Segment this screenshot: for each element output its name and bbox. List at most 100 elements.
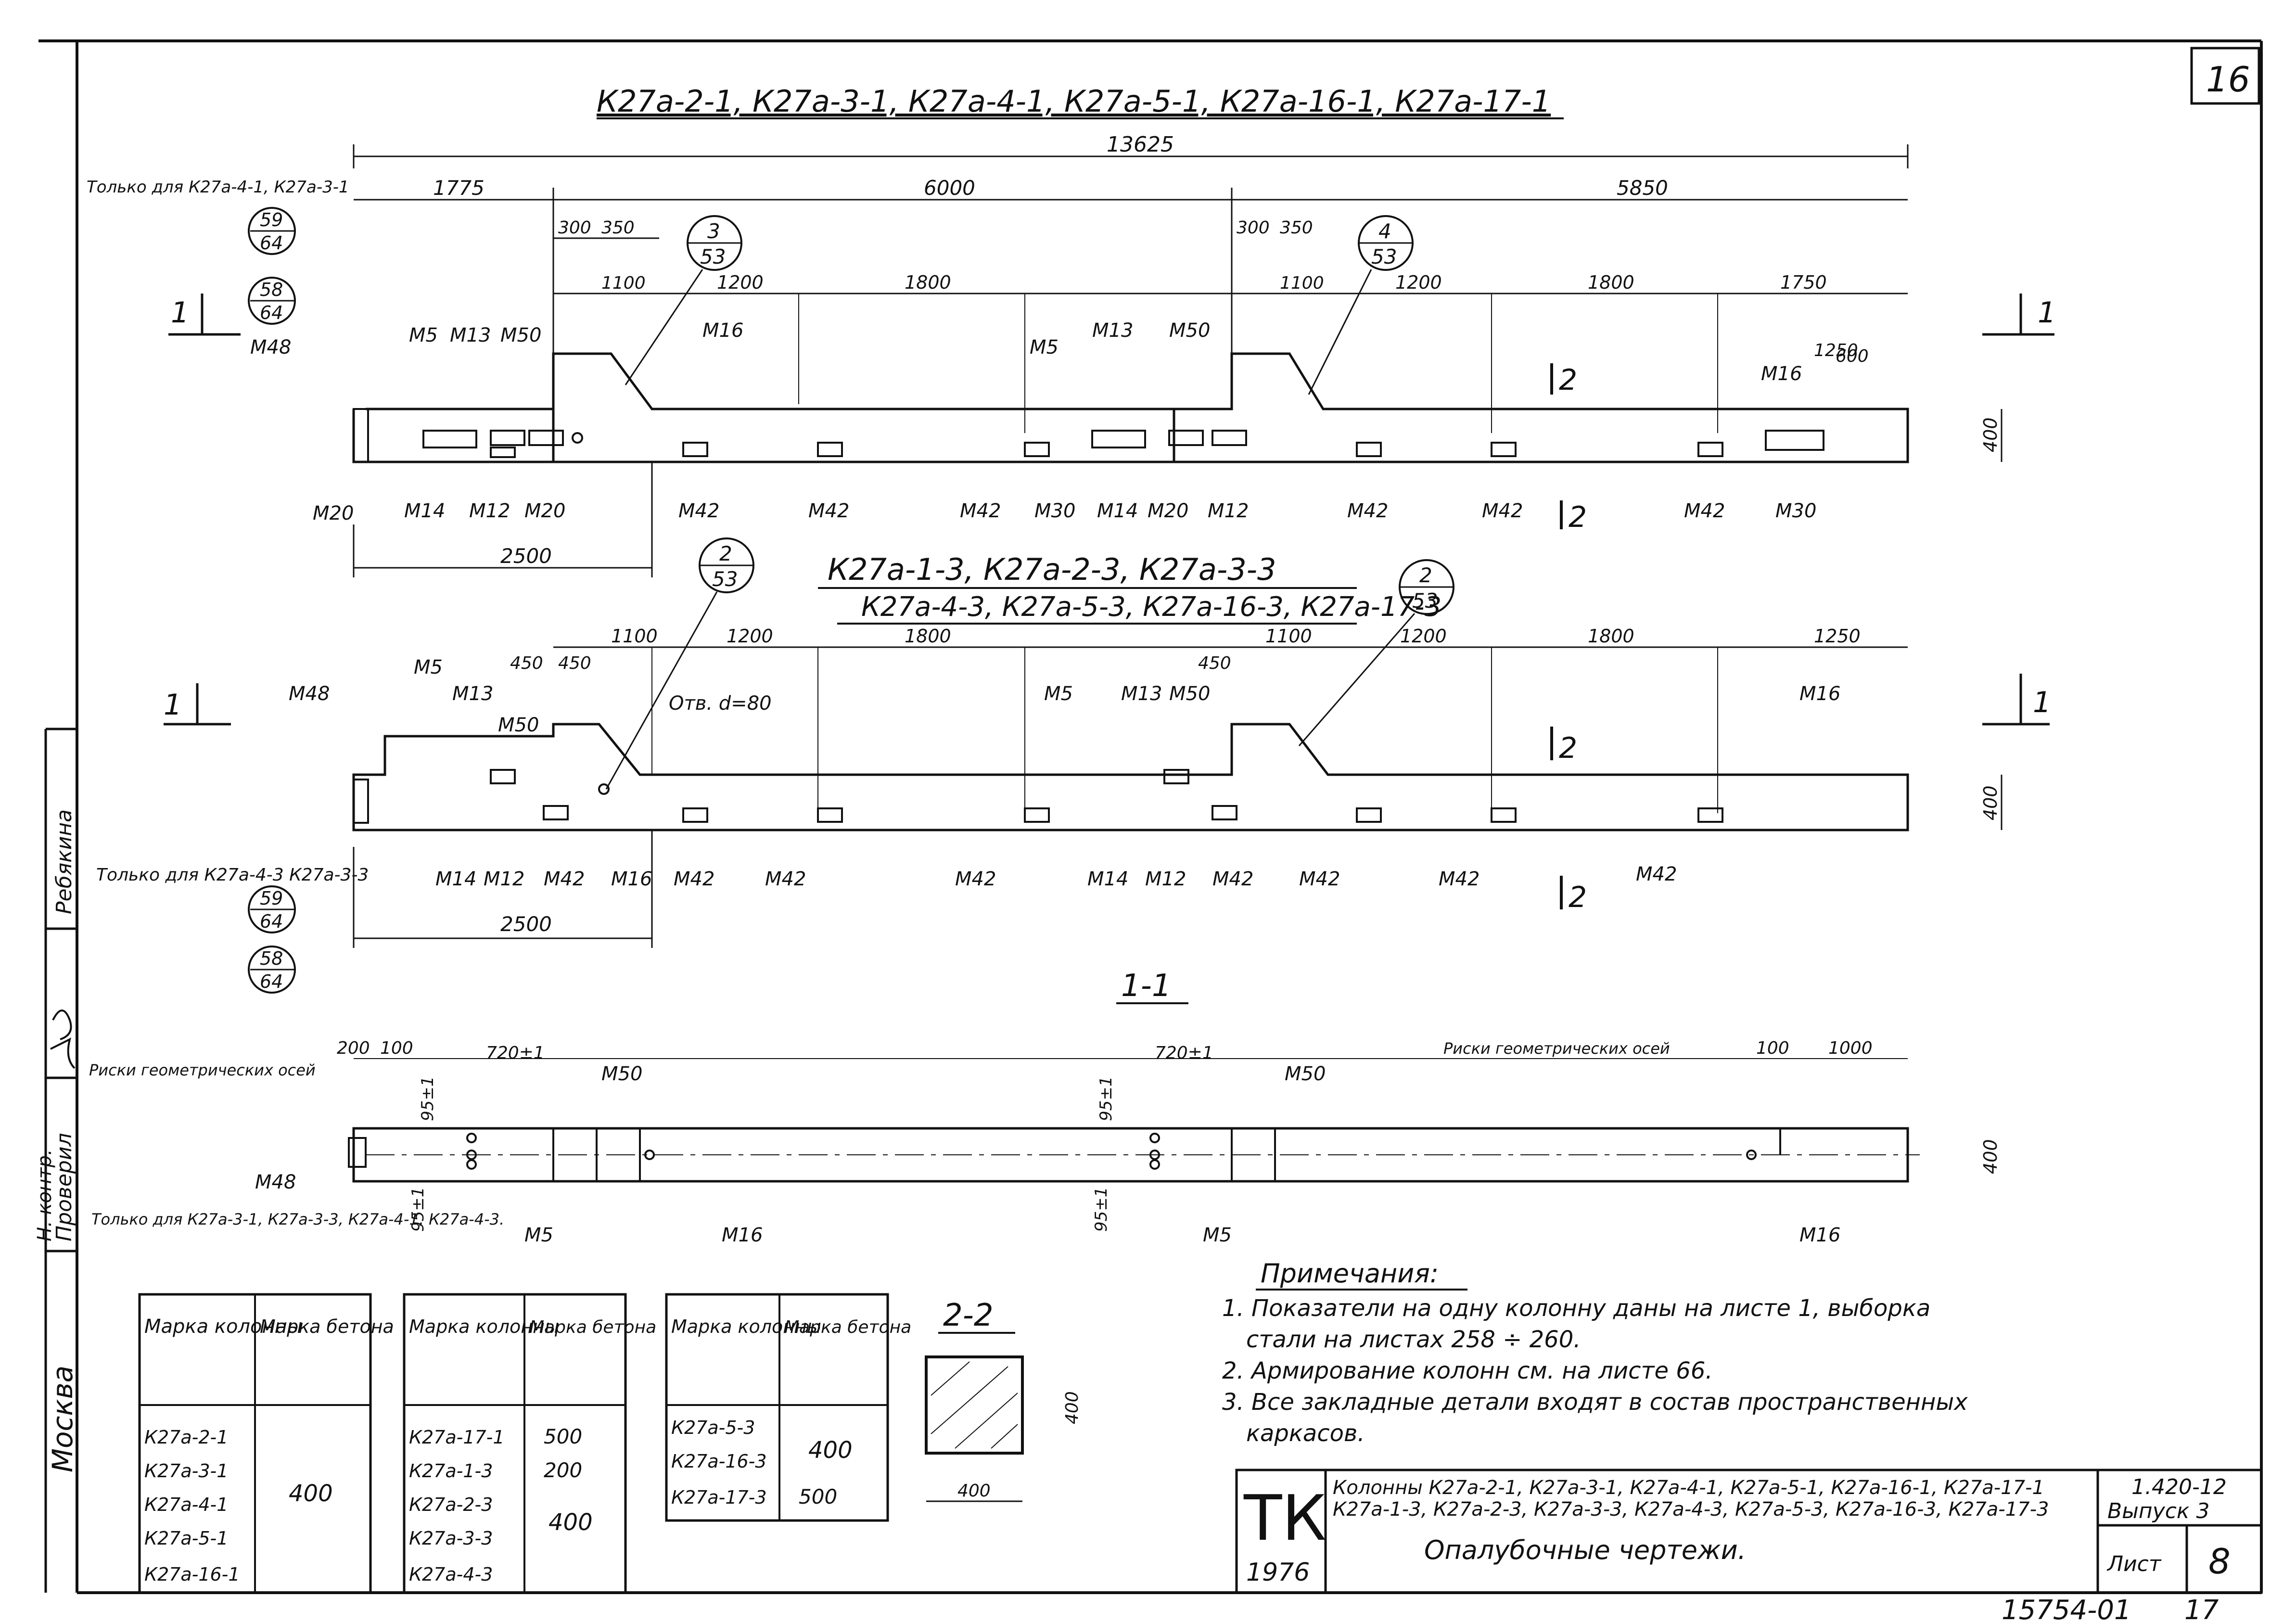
view2-callout-2-53a: 2 53	[605, 537, 754, 790]
section11-dim-400: 400	[1980, 1139, 2001, 1174]
view2-plates	[490, 769, 1723, 823]
notes-title: Примечания:	[1261, 1258, 1439, 1289]
note-2: 2. Армирование колонн см. на листе 66.	[1222, 1357, 1713, 1384]
section11-label-m16a: М16	[722, 1224, 763, 1246]
view2-label-m13b: М13	[1121, 683, 1162, 705]
section11-dim-100a: 100	[380, 1038, 413, 1058]
svg-text:М20: М20	[1148, 500, 1188, 522]
svg-text:М20: М20	[524, 500, 565, 522]
view1-dim-5850: 5850	[1617, 176, 1668, 200]
svg-text:М14: М14	[1087, 868, 1128, 890]
view1-dim-400: 400	[1980, 417, 2001, 452]
svg-text:2: 2	[1419, 563, 1432, 587]
svg-text:Марка колонны: Марка колонны	[409, 1316, 559, 1337]
view1-section-mark-left: 1	[168, 294, 241, 336]
t2-row1: К27а-17-1	[409, 1427, 505, 1448]
view1-column-outline	[352, 352, 1909, 463]
sheet-number-top: 16	[2206, 59, 2250, 100]
svg-text:64: 64	[260, 911, 283, 932]
t1-row1: К27а-2-1	[144, 1427, 228, 1448]
view1-dim-600: 600	[1836, 346, 1869, 366]
svg-text:400: 400	[808, 1437, 853, 1464]
section11-dim-720b: 720±1	[1155, 1043, 1213, 1063]
view2-label-m16: М16	[1799, 683, 1840, 705]
section-2-2: 2-2 400 400	[925, 1298, 1082, 1502]
svg-text:М12: М12	[484, 868, 524, 890]
title-line2: К27а-1-3, К27а-2-3, К27а-3-3, К27а-4-3, …	[1333, 1498, 2049, 1521]
view1-dim-1250: 1250	[1814, 341, 1858, 360]
view1-dim-1100b: 1100	[1280, 273, 1324, 293]
view1-section-mark-right: 1	[1982, 294, 2056, 336]
t1-row3: К27а-4-1	[144, 1494, 228, 1515]
t3-row3: К27а-17-3	[671, 1487, 767, 1508]
view1-dim-1800a: 1800	[905, 272, 951, 293]
title-year: 1976	[1246, 1558, 1310, 1587]
svg-text:2: 2	[1559, 731, 1577, 765]
view2-title-line2: К27а-4-3, К27а-5-3, К27а-16-3, К27а-17-3	[861, 591, 1441, 623]
view1-dim-2500: 2500	[500, 544, 552, 568]
section11-axis-note-left: Риски геометрических осей	[89, 1061, 316, 1079]
svg-text:М42: М42	[1299, 868, 1340, 890]
view1-dim-350a: 350	[601, 218, 635, 238]
section11-dim-1000: 1000	[1828, 1038, 1873, 1058]
view-2: К27а-1-3, К27а-2-3, К27а-3-3 К27а-4-3, К…	[96, 537, 2051, 994]
view2-label-m13a: М13	[452, 683, 493, 705]
svg-text:Марка бетона: Марка бетона	[260, 1316, 394, 1337]
title-block: ТК 1976 Колонны К27а-2-1, К27а-3-1, К27а…	[1235, 1469, 2263, 1594]
t2-row2: К27а-1-3	[409, 1460, 493, 1482]
stamp-signature	[50, 1010, 76, 1069]
view1-ref-58-64: 58 64	[248, 277, 296, 325]
svg-text:2: 2	[1569, 500, 1587, 534]
view2-only-for-note: Только для К27а-4-3 К27а-3-3	[96, 865, 369, 885]
view1-dim-1775: 1775	[433, 176, 485, 200]
svg-text:500: 500	[544, 1425, 582, 1448]
svg-text:М14: М14	[1097, 500, 1138, 522]
section11-label-m16b: М16	[1799, 1224, 1840, 1246]
view1-label-m16a: М16	[702, 319, 743, 342]
svg-text:М42: М42	[544, 868, 585, 890]
svg-text:2: 2	[1559, 363, 1577, 397]
table-1: Марка колонны Марка бетона К27а-2-1 К27а…	[138, 1293, 394, 1594]
svg-text:59: 59	[260, 888, 283, 909]
svg-text:64: 64	[260, 302, 283, 323]
svg-text:53: 53	[1371, 245, 1397, 268]
view2-dim-450b: 450	[558, 653, 591, 673]
svg-text:53: 53	[1412, 589, 1438, 613]
t2-row3: К27а-2-3	[409, 1494, 493, 1515]
svg-text:М30: М30	[1034, 500, 1075, 522]
svg-text:64: 64	[260, 971, 283, 992]
svg-text:58: 58	[260, 279, 283, 300]
view1-bottom-labels: М20 М14 М12 М20 М42 М42 М42 М30 М14 М20 …	[313, 500, 1816, 524]
note-1b: стали на листах 258 ÷ 260.	[1246, 1326, 1581, 1353]
svg-text:Марка бетона: Марка бетона	[784, 1317, 911, 1337]
sheet-frame: 16	[38, 39, 2263, 1594]
view2-title-line1: К27а-1-3, К27а-2-3, К27а-3-3	[828, 552, 1276, 587]
svg-text:М42: М42	[1347, 500, 1388, 522]
svg-text:200: 200	[544, 1458, 582, 1482]
note-3a: 3. Все закладные детали входят в состав …	[1222, 1389, 1968, 1416]
view2-section-mark-right: 1	[1982, 674, 2051, 726]
section11-dim-720a: 720±1	[486, 1043, 545, 1063]
view-1: К27а-2-1, К27а-3-1, К27а-4-1, К27а-5-1, …	[87, 84, 2056, 577]
svg-text:М30: М30	[1775, 500, 1816, 522]
note-3b: каркасов.	[1246, 1420, 1365, 1447]
section11-dim-95c: 95±1	[1097, 1076, 1116, 1121]
title-sheet-label: Лист	[2106, 1552, 2162, 1576]
view2-section2-mark: 2 2	[1550, 727, 1587, 914]
view1-label-m13a: М13	[450, 324, 491, 346]
t1-grade: 400	[289, 1480, 333, 1507]
concrete-grade-tables: Марка колонны Марка бетона К27а-2-1 К27а…	[138, 1293, 911, 1594]
section-1-1: 1-1 200 100 720±1 95±1 95±1 720±1 95±1 9…	[89, 968, 2001, 1246]
svg-text:М20: М20	[313, 502, 354, 524]
view1-plates	[422, 430, 1824, 458]
section11-label-m50b: М50	[1285, 1063, 1326, 1085]
t3-row2: К27а-16-3	[671, 1451, 767, 1472]
view1-label-m16b: М16	[1761, 363, 1802, 385]
svg-text:58: 58	[260, 948, 283, 969]
view1-overall-dim: 13625	[1107, 132, 1174, 157]
view2-dim-2500: 2500	[500, 912, 552, 936]
t2-row4: К27а-3-3	[409, 1528, 493, 1549]
view1-section2-mark: 2 2	[1550, 363, 1587, 534]
svg-text:М42: М42	[960, 500, 1001, 522]
view2-dim-1250: 1250	[1814, 626, 1861, 647]
